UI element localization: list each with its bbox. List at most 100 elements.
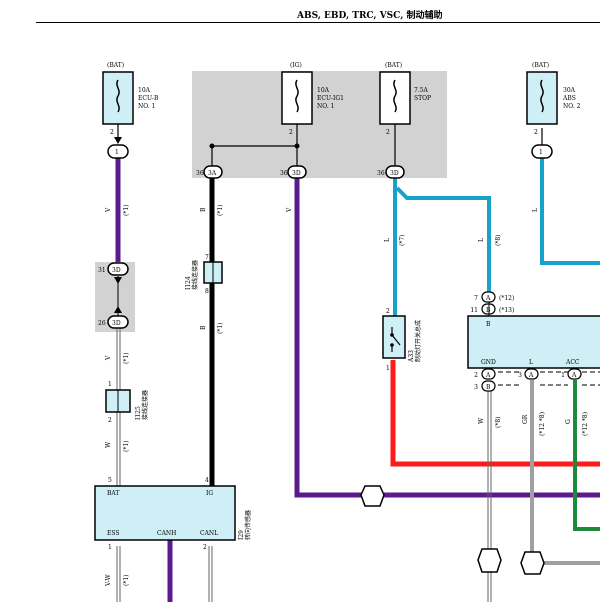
wire-note: (*1)	[123, 441, 130, 453]
connector-3a	[203, 165, 223, 179]
module-a-pin-canl: CANL	[200, 530, 218, 537]
connector-31-3d	[107, 262, 129, 276]
pin-label: 3	[474, 384, 478, 391]
fuse4-amp: 30A	[563, 87, 576, 94]
pin-1a	[567, 368, 582, 380]
wire-violet-2	[294, 178, 362, 498]
fuse1-amp: 10A	[138, 87, 151, 94]
label-bat-3: (BAT)	[532, 62, 549, 69]
connector-label: A	[485, 295, 491, 302]
connector-label: A	[528, 372, 534, 379]
pin-3a	[524, 368, 539, 380]
wire-color-label: L	[532, 208, 539, 212]
wire-color-label: G	[565, 419, 572, 424]
wire-color-label: W	[478, 417, 485, 424]
module-steering-sensor	[94, 485, 236, 541]
wire-color-label: L	[478, 238, 485, 242]
pin-label: 1	[115, 149, 119, 156]
i125-name: 接线连接器	[141, 390, 149, 420]
pin-label: 2	[108, 417, 112, 424]
connector-oval-2	[531, 144, 553, 159]
module-b-pin-gnd: GND	[481, 359, 496, 366]
pin-label: 4	[205, 477, 209, 484]
pin-label: 31	[98, 267, 106, 274]
wire-note: (*1)	[123, 575, 130, 587]
connector-label: A	[571, 372, 577, 379]
module-b-pin-acc: ACC	[565, 359, 580, 366]
pin-label: 7	[474, 295, 478, 302]
fuse1-name: ECU-B	[138, 95, 159, 102]
fuse-stop	[379, 71, 411, 138]
module-b-pin-l: L	[529, 359, 533, 366]
wire-color-label: B	[200, 325, 207, 330]
i29-name: 转向传感器	[244, 510, 252, 540]
fuse3-amp: 7.5A	[414, 87, 429, 94]
wire-note: (*12)	[499, 295, 514, 302]
splice-point-1	[360, 485, 385, 507]
pin-label: 3	[518, 372, 522, 379]
module-a-pin-canh: CANH	[157, 530, 176, 537]
wire-note: (*1)	[217, 323, 224, 335]
pin-label: 2	[203, 544, 207, 551]
fuse2-name: ECU-IG1	[317, 95, 344, 102]
wire-color-label: GR	[522, 414, 529, 424]
pin-label: 5	[108, 477, 112, 484]
pin-label: 2	[534, 129, 538, 136]
connector-label: 3A	[208, 170, 217, 177]
a33-code: A33	[408, 350, 415, 363]
pin-label: 36	[196, 170, 204, 177]
fuse-abs-no2	[526, 71, 558, 125]
i124-name: 接线连接器	[191, 260, 199, 290]
splice-point-2	[477, 548, 502, 573]
connector-label: A	[485, 372, 491, 379]
fuse2-num: NO. 1	[317, 103, 334, 110]
module-a-pin-ess: ESS	[107, 530, 120, 537]
module-b	[467, 315, 600, 369]
module-a-pin-bat: BAT	[107, 490, 119, 497]
module-a-pin-ig: IG	[206, 490, 213, 497]
splice-dot-1	[209, 143, 215, 149]
fuse4-num: NO. 2	[563, 103, 581, 110]
pin-label: 2	[386, 308, 390, 315]
pin-label: 1	[108, 381, 112, 388]
connector-26-3d	[107, 315, 129, 329]
arrow-up-icon	[114, 306, 122, 313]
pin-label: 36	[280, 170, 288, 177]
wire-color-label: V	[105, 355, 112, 361]
pin-label: 7	[205, 254, 209, 261]
pin-label: 1	[539, 149, 543, 156]
pin-label: 26	[98, 320, 106, 327]
connector-label: B	[486, 384, 491, 391]
fuse1-num: NO. 1	[138, 103, 155, 110]
wire-color-label: V	[286, 207, 293, 213]
wire-color-label: L	[384, 238, 391, 242]
brake-light-switch	[382, 315, 406, 359]
wire-color-label: B	[200, 207, 207, 212]
wire-note: (*1)	[217, 205, 224, 217]
connector-label: B	[486, 307, 491, 314]
connector-3d-a	[287, 165, 307, 179]
fuse-ecu-ig1	[281, 71, 313, 138]
pin-label: 2	[386, 129, 390, 136]
wire-note: (*1)	[123, 353, 130, 365]
pin-label: 36	[377, 170, 385, 177]
wire-note: (*12 *8)	[539, 412, 546, 436]
connector-label: 3D	[292, 170, 301, 177]
wire-blue-3	[540, 158, 600, 265]
fuse4-name: ABS	[562, 95, 576, 102]
pin-label: 2	[110, 129, 114, 136]
pin-2a	[481, 368, 496, 380]
pin-3b	[481, 380, 496, 392]
splice-point-3	[520, 551, 545, 575]
label-ig: (IG)	[290, 62, 302, 69]
connector-label: 3D	[112, 320, 121, 327]
wire-note: (*13)	[499, 307, 514, 314]
page-title: ABS, EBD, TRC, VSC, 制动辅助	[296, 9, 442, 21]
wire-color-label: V-W	[105, 574, 112, 587]
wire-blue-2	[395, 186, 491, 292]
i29-code: I29	[238, 530, 245, 540]
arrow-down-icon	[114, 277, 122, 284]
label-bat-1: (BAT)	[107, 62, 124, 69]
pin-label: 11	[470, 307, 478, 314]
